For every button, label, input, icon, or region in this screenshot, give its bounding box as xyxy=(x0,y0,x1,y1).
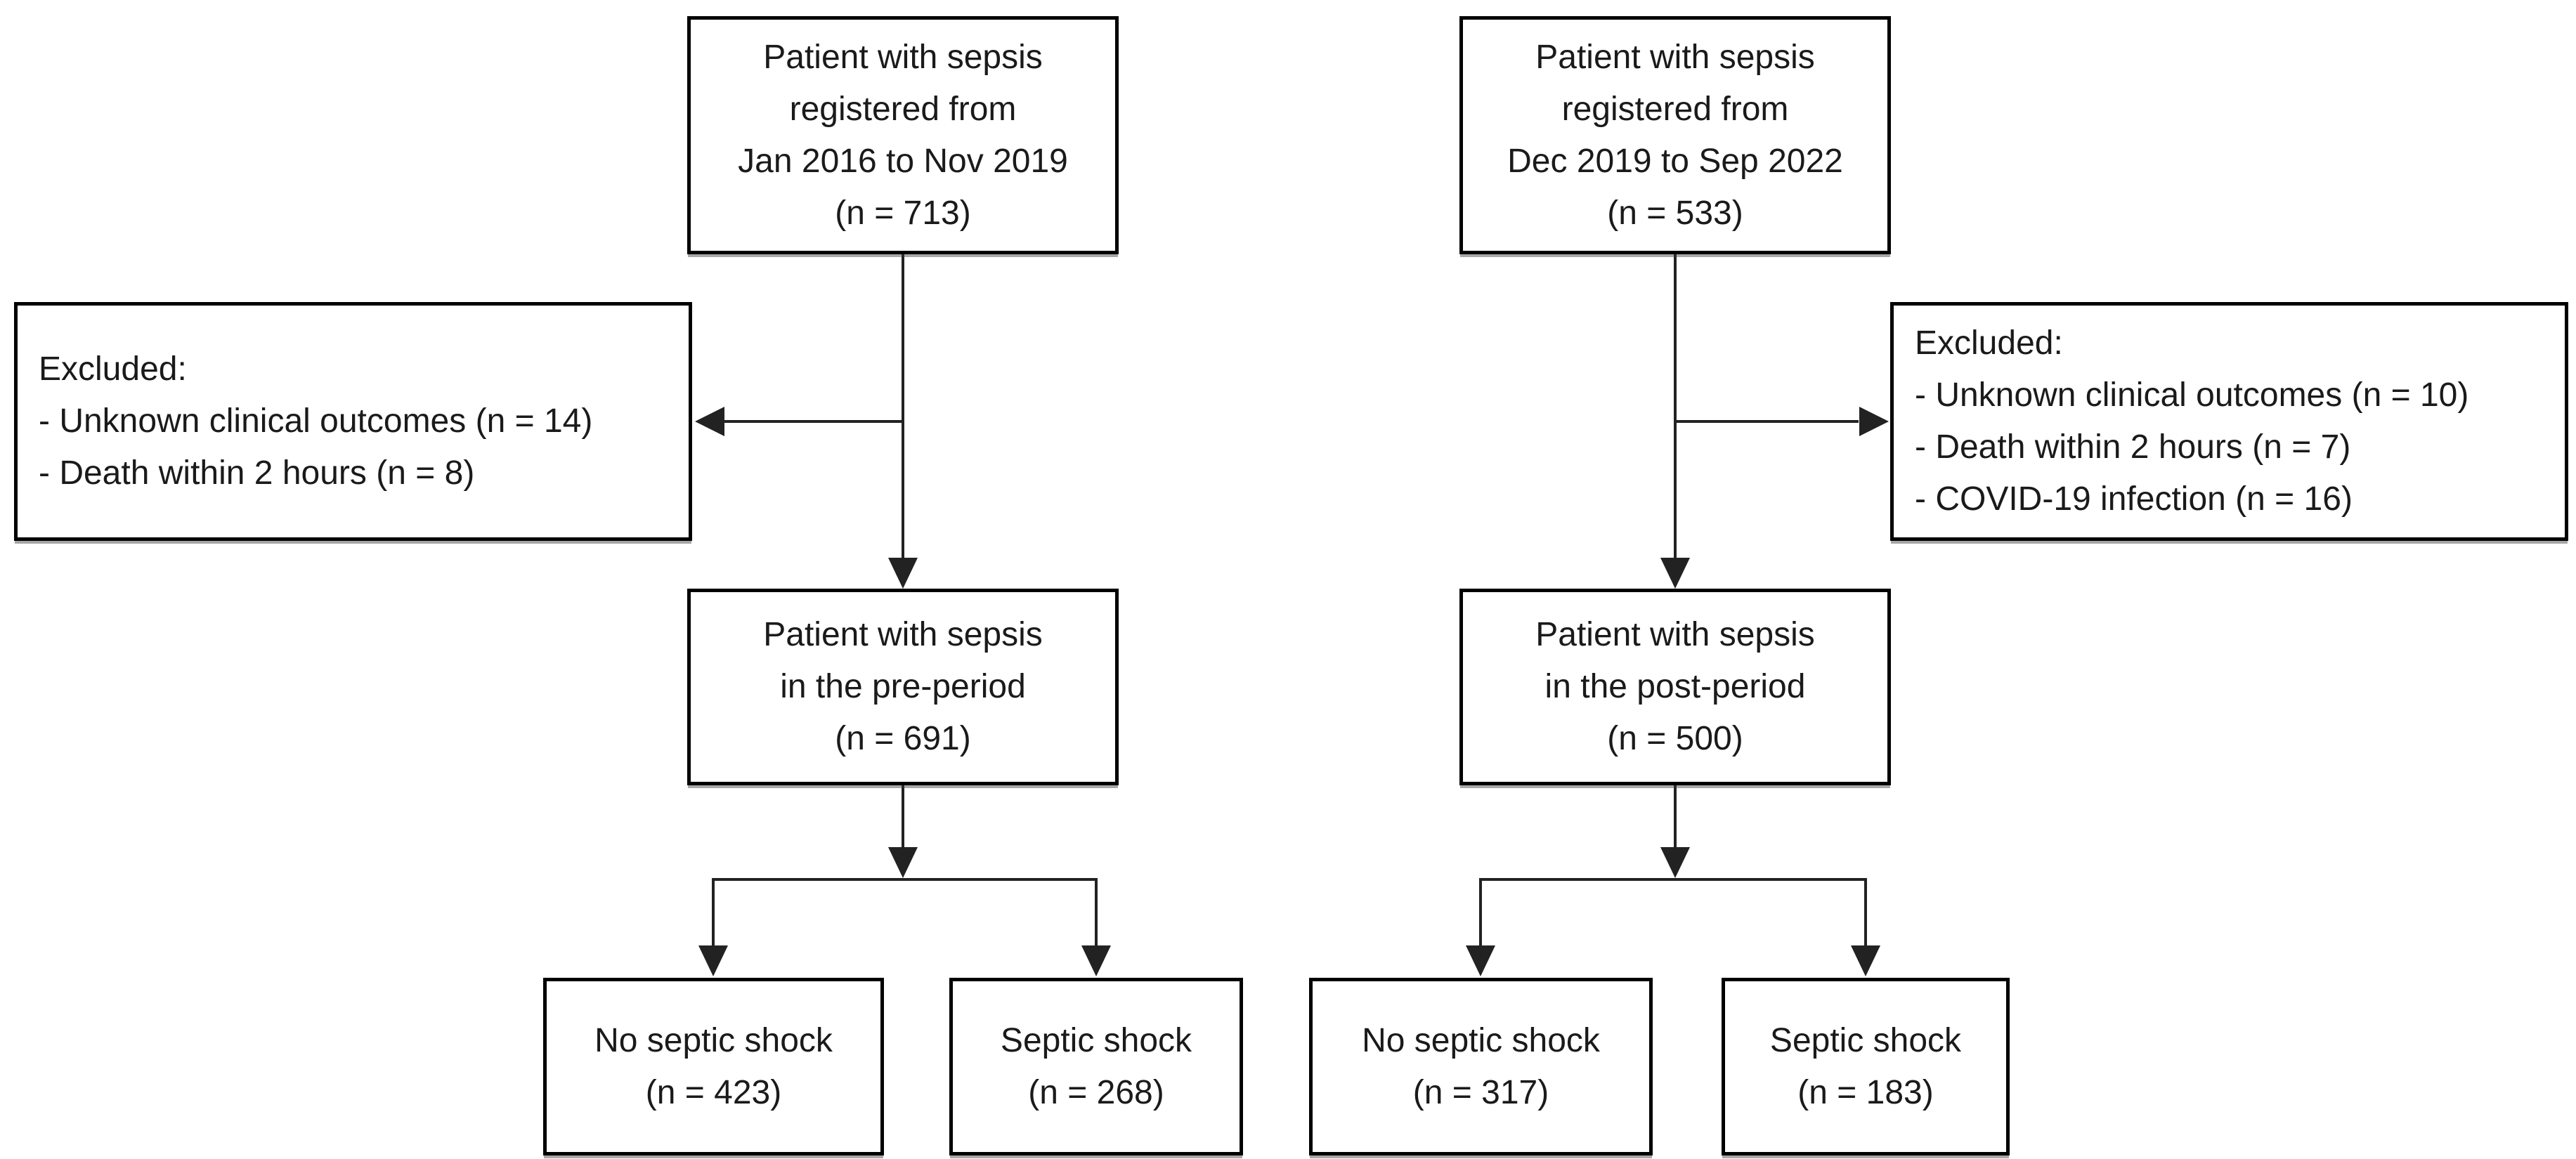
arrowhead-down-post-period xyxy=(1660,558,1690,589)
box-no-septic-shock-post: No septic shock (n = 317) xyxy=(1309,978,1653,1155)
box-text-line: in the pre-period xyxy=(780,668,1026,705)
arrowhead-down-pre-shock xyxy=(1081,945,1111,976)
box-sepsis-pre-period: Patient with sepsis in the pre-period (n… xyxy=(687,589,1119,785)
box-text-line: Patient with sepsis xyxy=(763,38,1043,76)
box-text-line: (n = 317) xyxy=(1412,1073,1549,1111)
box-excluded-pre: Excluded: - Unknown clinical outcomes (n… xyxy=(14,302,692,541)
box-text-line: (n = 691) xyxy=(835,720,971,757)
box-sepsis-post-period: Patient with sepsis in the post-period (… xyxy=(1459,589,1891,785)
arrowhead-down-pre-split xyxy=(888,847,918,878)
box-text-line: Patient with sepsis xyxy=(1535,38,1815,76)
box-text-line: (n = 423) xyxy=(645,1073,782,1111)
box-text-line: (n = 183) xyxy=(1797,1073,1934,1111)
box-text-line: (n = 268) xyxy=(1028,1073,1164,1111)
box-text-line: Jan 2016 to Nov 2019 xyxy=(738,142,1068,180)
box-text-line: in the post-period xyxy=(1544,668,1806,705)
excluded-title: Excluded: xyxy=(1915,325,2063,362)
excluded-item: - COVID-19 infection (n = 16) xyxy=(1915,480,2353,518)
arrowhead-down-post-split xyxy=(1660,847,1690,878)
arrowhead-down-pre-period xyxy=(888,558,918,589)
box-text-line: Septic shock xyxy=(1769,1021,1962,1059)
box-text-line: Patient with sepsis xyxy=(1535,616,1815,653)
box-septic-shock-post: Septic shock (n = 183) xyxy=(1722,978,2010,1155)
arrowhead-down-post-shock xyxy=(1851,945,1880,976)
excluded-item: - Death within 2 hours (n = 7) xyxy=(1915,428,2351,466)
box-text-line: No septic shock xyxy=(1362,1021,1600,1059)
excluded-title: Excluded: xyxy=(39,351,187,388)
box-excluded-post: Excluded: - Unknown clinical outcomes (n… xyxy=(1890,302,2568,541)
arrowhead-left-pre-excluded xyxy=(695,407,724,436)
excluded-item: - Unknown clinical outcomes (n = 10) xyxy=(1915,376,2469,414)
box-text-line: (n = 500) xyxy=(1607,720,1743,757)
excluded-item: - Unknown clinical outcomes (n = 14) xyxy=(39,402,593,440)
box-text-line: No septic shock xyxy=(594,1021,833,1059)
box-text-line: (n = 533) xyxy=(1607,194,1743,232)
box-sepsis-registered-post: Patient with sepsis registered from Dec … xyxy=(1459,16,1891,254)
box-sepsis-registered-pre: Patient with sepsis registered from Jan … xyxy=(687,16,1119,254)
box-septic-shock-pre: Septic shock (n = 268) xyxy=(949,978,1243,1155)
arrowhead-down-post-no-shock xyxy=(1466,945,1495,976)
box-text-line: registered from xyxy=(789,90,1017,128)
box-text-line: Patient with sepsis xyxy=(763,616,1043,653)
excluded-item: - Death within 2 hours (n = 8) xyxy=(39,454,475,492)
box-text-line: Dec 2019 to Sep 2022 xyxy=(1507,142,1843,180)
arrowhead-right-post-excluded xyxy=(1859,407,1889,436)
box-text-line: (n = 713) xyxy=(835,194,971,232)
arrowhead-down-pre-no-shock xyxy=(698,945,728,976)
box-text-line: Septic shock xyxy=(1000,1021,1192,1059)
box-text-line: registered from xyxy=(1561,90,1789,128)
box-no-septic-shock-pre: No septic shock (n = 423) xyxy=(543,978,884,1155)
